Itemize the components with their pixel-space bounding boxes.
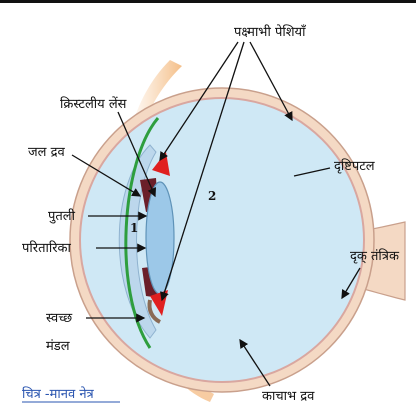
leader-optic bbox=[341, 267, 361, 300]
leader-ciliary-2 bbox=[160, 41, 245, 302]
leader-retina bbox=[293, 167, 331, 177]
label-vitreous-humour: काचाभ द्रव bbox=[262, 389, 315, 404]
top-border bbox=[0, 0, 416, 3]
leader-ciliary-1 bbox=[159, 41, 239, 162]
label-pupil: पुतली bbox=[48, 208, 76, 224]
region-number-1: 1 bbox=[130, 221, 138, 235]
leader-aqueous bbox=[71, 154, 142, 197]
label-retina: दृष्टिपटल bbox=[334, 158, 375, 174]
label-ciliary-muscles: पक्ष्माभी पेशियाँ bbox=[234, 24, 306, 40]
label-cornea-line1: स्वच्छ bbox=[46, 311, 73, 326]
label-iris: परितारिका bbox=[22, 240, 72, 256]
leader-lens bbox=[117, 111, 157, 198]
label-aqueous-humour: जल द्रव bbox=[28, 145, 65, 160]
label-crystalline-lens: क्रिस्टलीय लेंस bbox=[60, 96, 127, 112]
label-optic-nerve: दृक् तंत्रिक bbox=[350, 248, 400, 264]
leader-ciliary-3 bbox=[249, 41, 293, 122]
region-number-2: 2 bbox=[208, 189, 216, 203]
suspensory-ligament-lower bbox=[147, 299, 162, 324]
figure-caption: चित्र -मानव नेत्र bbox=[22, 386, 95, 402]
cornea bbox=[124, 117, 160, 349]
leader-vitreous bbox=[239, 338, 271, 387]
label-cornea-line2: मंडल bbox=[46, 339, 70, 354]
